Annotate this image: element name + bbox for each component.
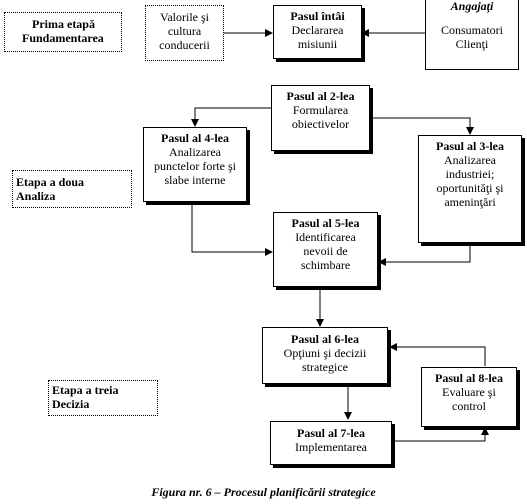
step5-box: Pasul al 5-lea Identificarea nevoii de s… [273,212,378,287]
stakeholders-line2: Clienţi [455,37,489,51]
stakeholders-box: Angajaţi Consumatori Clienţi [425,0,519,70]
step1-line1: Declararea [291,23,344,37]
step1-box: Pasul întâi Declararea misiunii [273,5,362,59]
step3-line3: oportunităţi şi [436,181,504,195]
stage-analiza-line1: Etapa a doua [16,175,85,189]
stage-fundamentarea-line2: Fundamentarea [22,31,104,45]
step3-box: Pasul al 3-lea Analizarea industriei; op… [418,135,522,243]
values-line2: cultura [167,24,202,38]
step5-line2: nevoii de [303,244,348,258]
step3-line1: Analizarea [444,153,496,167]
step5-line1: Identificarea [295,230,356,244]
step4-line1: Analizarea [169,145,221,159]
stage-analiza-line2: Analiza [16,189,56,203]
step8-line2: control [452,399,486,413]
step4-line2: punctelor forte şi [154,159,236,173]
arrow-step2-to-step3 [370,117,474,135]
step6-title: Pasul al 6-lea [291,332,359,346]
stage-fundamentarea: Prima etapă Fundamentarea [4,12,122,52]
step6-line2: strategice [302,360,348,374]
step8-line1: Evaluare şi [442,385,496,399]
step3-line4: ameninţări [444,195,496,209]
stage-decizia: Etapa a treia Decizia [48,380,158,416]
arrow-step3-to-step5 [378,243,471,266]
step4-box: Pasul al 4-lea Analizarea punctelor fort… [143,127,247,202]
values-line3: conducerii [159,38,210,52]
step2-box: Pasul al 2-lea Formularea obiectivelor [271,85,370,151]
step2-title: Pasul al 2-lea [286,89,355,103]
stage-fundamentarea-line1: Prima etapă [32,17,95,31]
step7-line1: Implementarea [295,440,367,454]
stage-analiza: Etapa a doua Analiza [12,170,132,208]
step5-title: Pasul al 5-lea [291,216,360,230]
stakeholders-line1: Consumatori [441,23,503,37]
step6-box: Pasul al 6-lea Opţiuni şi decizii strate… [262,327,388,384]
step8-box: Pasul al 8-lea Evaluare şi control [421,367,517,427]
values-culture-box: Valorile şi cultura conducerii [145,5,224,61]
step7-box: Pasul al 7-lea Implementarea [270,421,392,465]
step8-title: Pasul al 8-lea [435,371,503,385]
stage-decizia-line2: Decizia [52,397,90,411]
step3-title: Pasul al 3-lea [436,139,504,153]
step4-title: Pasul al 4-lea [161,131,229,145]
step2-line2: obiectivelor [291,117,350,131]
stakeholders-title: Angajaţi [450,0,494,13]
arrow-step4-to-step5 [191,202,273,256]
stage-decizia-line1: Etapa a treia [52,383,119,397]
step2-line1: Formularea [292,103,349,117]
figure-caption: Figura nr. 6 – Procesul planificării str… [151,485,376,499]
step4-line3: slabe interne [164,173,226,187]
arrow-step7-to-step8 [393,427,489,442]
values-line1: Valorile şi [160,10,209,24]
step1-line2: misiunii [297,37,338,51]
step5-line3: schimbare [300,258,351,272]
step7-title: Pasul al 7-lea [297,426,365,440]
arrow-step8-to-step6 [389,343,486,366]
step6-line1: Opţiuni şi decizii [283,346,367,360]
step3-line2: industriei; [445,167,495,181]
step1-title: Pasul întâi [290,9,345,23]
arrow-step2-to-step4 [191,107,271,127]
